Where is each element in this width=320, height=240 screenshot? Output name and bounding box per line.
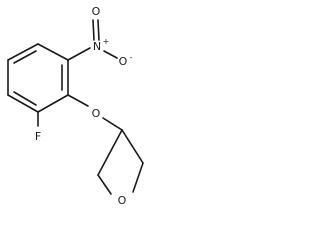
nitro-group: N + O O - xyxy=(67,5,133,68)
bond-ring-3 xyxy=(37,94,69,113)
atom-nitro-oxygen-charge: - xyxy=(130,53,133,62)
bond-ring-1 xyxy=(37,43,69,61)
bond-nitrogen-oxygen-single xyxy=(103,50,118,59)
bond-ring-4 xyxy=(7,94,39,113)
bond-oxetane-1 xyxy=(121,129,144,164)
chemical-structure: N + O O - F O O xyxy=(7,5,144,207)
oxetane-ring: O xyxy=(97,129,144,207)
bond-ether-oxygen-to-oxetane xyxy=(102,117,123,131)
atom-nitro-oxygen-single: O xyxy=(119,55,128,68)
atom-oxetane-oxygen: O xyxy=(118,194,127,207)
bond-oxetane-2 xyxy=(132,162,144,193)
bond-ring-to-ether-oxygen xyxy=(67,94,89,107)
atom-fluorine: F xyxy=(35,130,41,143)
ether-linkage: O xyxy=(67,94,123,131)
bond-ring-double-b xyxy=(13,91,37,106)
bond-nitrogen-oxygen-double-2 xyxy=(97,19,100,41)
bond-nitrogen-oxygen-double-1 xyxy=(92,19,95,41)
benzene-ring xyxy=(7,43,69,113)
bond-oxetane-3 xyxy=(97,174,112,195)
bond-ring-double-c xyxy=(13,50,37,64)
atom-nitro-oxygen-double: O xyxy=(92,5,101,18)
bond-ring-to-nitrogen xyxy=(67,47,91,61)
bond-oxetane-4 xyxy=(97,129,123,176)
bond-ring-6 xyxy=(7,43,39,61)
atom-ether-oxygen: O xyxy=(92,107,101,120)
atom-nitro-nitrogen-charge: + xyxy=(103,37,110,46)
atom-nitro-nitrogen: N xyxy=(93,40,101,53)
fluoro-group: F xyxy=(35,111,41,143)
